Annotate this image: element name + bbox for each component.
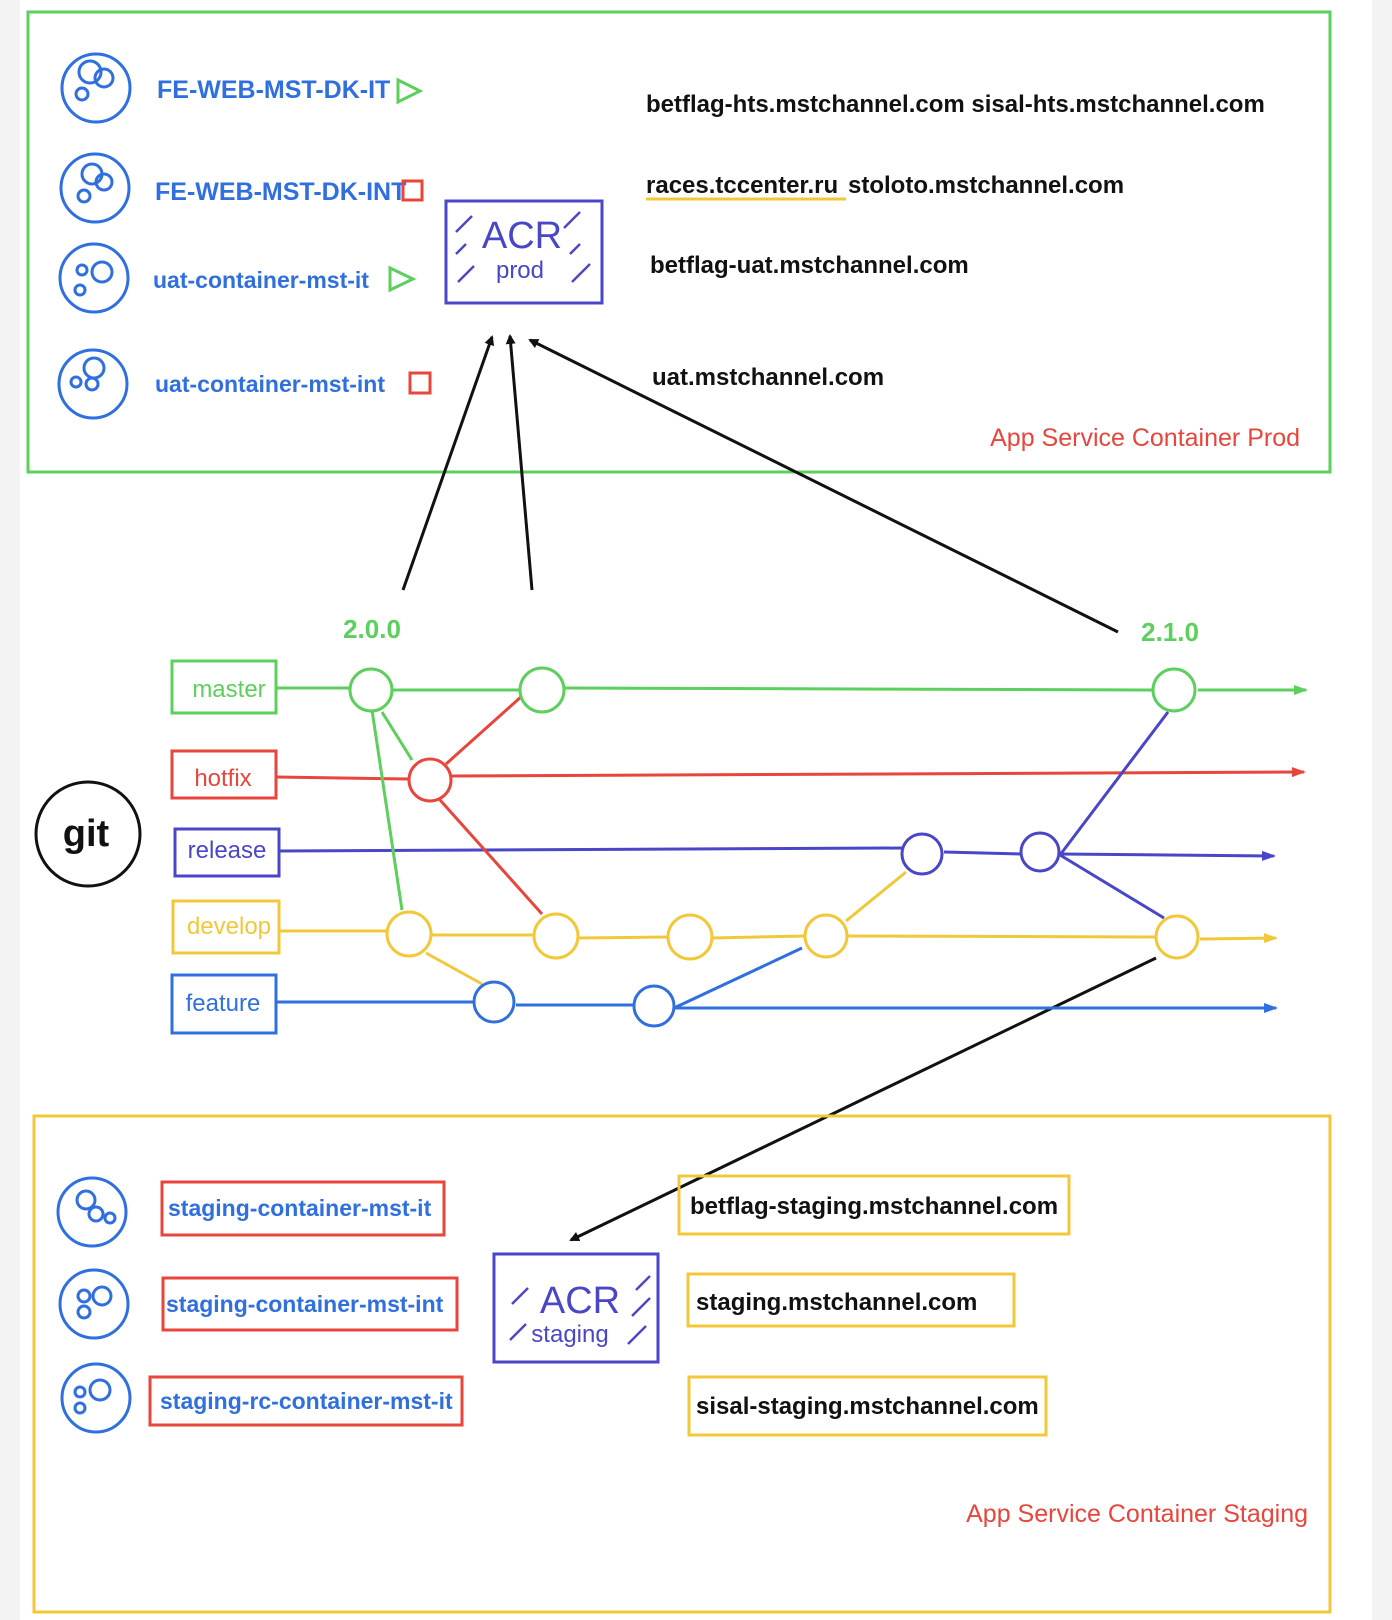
container-icon <box>59 152 131 224</box>
commit-node[interactable] <box>472 980 516 1024</box>
hatch-marks <box>509 1275 651 1345</box>
acr-subtitle: prod <box>496 257 544 284</box>
commit-node[interactable] <box>385 910 433 958</box>
commit-node[interactable] <box>900 832 944 876</box>
staging-app-name: staging-container-mst-int <box>166 1291 444 1317</box>
deploy-arrow <box>401 335 495 591</box>
staging-app-box[interactable] <box>160 1180 446 1237</box>
staging-domain: sisal-staging.mstchannel.com <box>696 1393 1039 1420</box>
stop-icon[interactable] <box>408 371 432 395</box>
acr-staging-registry: ACR staging <box>492 1252 660 1364</box>
prod-app-name: uat-container-mst-it <box>153 267 369 293</box>
container-icon <box>60 52 132 124</box>
staging-app-box[interactable] <box>148 1375 464 1427</box>
prod-domain: betflag-hts.mstchannel.com sisal-hts.mst… <box>646 91 1265 118</box>
acr-prod-registry: ACR prod <box>444 199 604 305</box>
branch-label-develop: develop <box>187 913 271 940</box>
commit-node[interactable] <box>1154 914 1200 960</box>
diagram-canvas: FE-WEB-MST-DK-IT FE-WEB-MST-DK-INT uat-c… <box>26 10 1332 1614</box>
branch-label-release: release <box>188 837 267 864</box>
version-label: 2.0.0 <box>343 614 401 644</box>
container-icon <box>60 1362 132 1434</box>
branch-label-feature: feature <box>186 990 261 1017</box>
stop-icon[interactable] <box>401 179 424 202</box>
prod-domain: uat.mstchannel.com <box>652 364 884 391</box>
play-icon[interactable] <box>388 265 417 293</box>
prod-domain: races.tccenter.ru <box>646 172 838 199</box>
prod-app-name: FE-WEB-MST-DK-INT <box>155 178 406 206</box>
prod-panel: FE-WEB-MST-DK-IT FE-WEB-MST-DK-INT uat-c… <box>26 10 1332 474</box>
prod-panel-title: App Service Container Prod <box>990 424 1300 452</box>
commit-node[interactable] <box>666 913 714 961</box>
staging-domain-box[interactable] <box>687 1375 1048 1437</box>
git-flow: git master hotfix release develop featur… <box>34 659 1308 1035</box>
staging-domain: betflag-staging.mstchannel.com <box>690 1193 1058 1220</box>
staging-panel-title: App Service Container Staging <box>966 1500 1308 1528</box>
commit-node[interactable] <box>518 666 566 714</box>
deploy-arrow <box>528 338 1119 634</box>
play-icon[interactable] <box>396 77 424 105</box>
prod-domain: betflag-uat.mstchannel.com <box>650 252 969 279</box>
staging-app-box[interactable] <box>161 1276 459 1332</box>
commit-node[interactable] <box>632 984 676 1028</box>
prod-app-name: FE-WEB-MST-DK-IT <box>157 76 390 104</box>
version-label: 2.1.0 <box>1141 617 1199 647</box>
staging-app-name: staging-container-mst-it <box>168 1195 432 1221</box>
commit-node[interactable] <box>532 912 580 960</box>
container-icon <box>58 1268 130 1340</box>
git-logo <box>34 780 142 888</box>
commit-node[interactable] <box>803 913 849 959</box>
staging-panel-border <box>32 1114 1332 1614</box>
prod-app-name: uat-container-mst-int <box>155 371 385 397</box>
commit-node[interactable] <box>1151 667 1197 713</box>
staging-domain-box[interactable] <box>677 1174 1071 1236</box>
diagram-page: FE-WEB-MST-DK-IT FE-WEB-MST-DK-INT uat-c… <box>20 0 1372 1620</box>
branch-box-hotfix[interactable] <box>170 749 278 800</box>
deploy-arrow <box>569 956 1157 1242</box>
prod-domain: stoloto.mstchannel.com <box>848 172 1124 199</box>
staging-panel: staging-container-mst-it staging-contain… <box>32 1114 1332 1614</box>
branch-box-feature[interactable] <box>170 973 278 1035</box>
deploy-arrow <box>505 334 534 591</box>
branch-label-master: master <box>192 676 265 703</box>
commit-node[interactable] <box>348 667 394 713</box>
acr-subtitle: staging <box>531 1321 608 1348</box>
branch-box-develop[interactable] <box>171 899 281 955</box>
deploy-arrows <box>401 334 1157 1242</box>
branch-box-release[interactable] <box>173 827 281 878</box>
commit-node[interactable] <box>1019 831 1061 873</box>
acr-title: ACR <box>540 1280 620 1322</box>
commit-node[interactable] <box>407 757 453 803</box>
staging-app-name: staging-rc-container-mst-it <box>160 1388 453 1414</box>
container-icon <box>57 348 129 420</box>
acr-title: ACR <box>482 215 562 257</box>
staging-domain-box[interactable] <box>686 1272 1016 1328</box>
git-logo-label: git <box>63 813 110 855</box>
branch-label-hotfix: hotfix <box>194 765 251 792</box>
staging-domain: staging.mstchannel.com <box>696 1289 977 1316</box>
hatch-marks <box>455 211 591 283</box>
container-icon <box>56 1176 128 1248</box>
container-icon <box>58 242 130 314</box>
prod-panel-border <box>26 10 1332 474</box>
